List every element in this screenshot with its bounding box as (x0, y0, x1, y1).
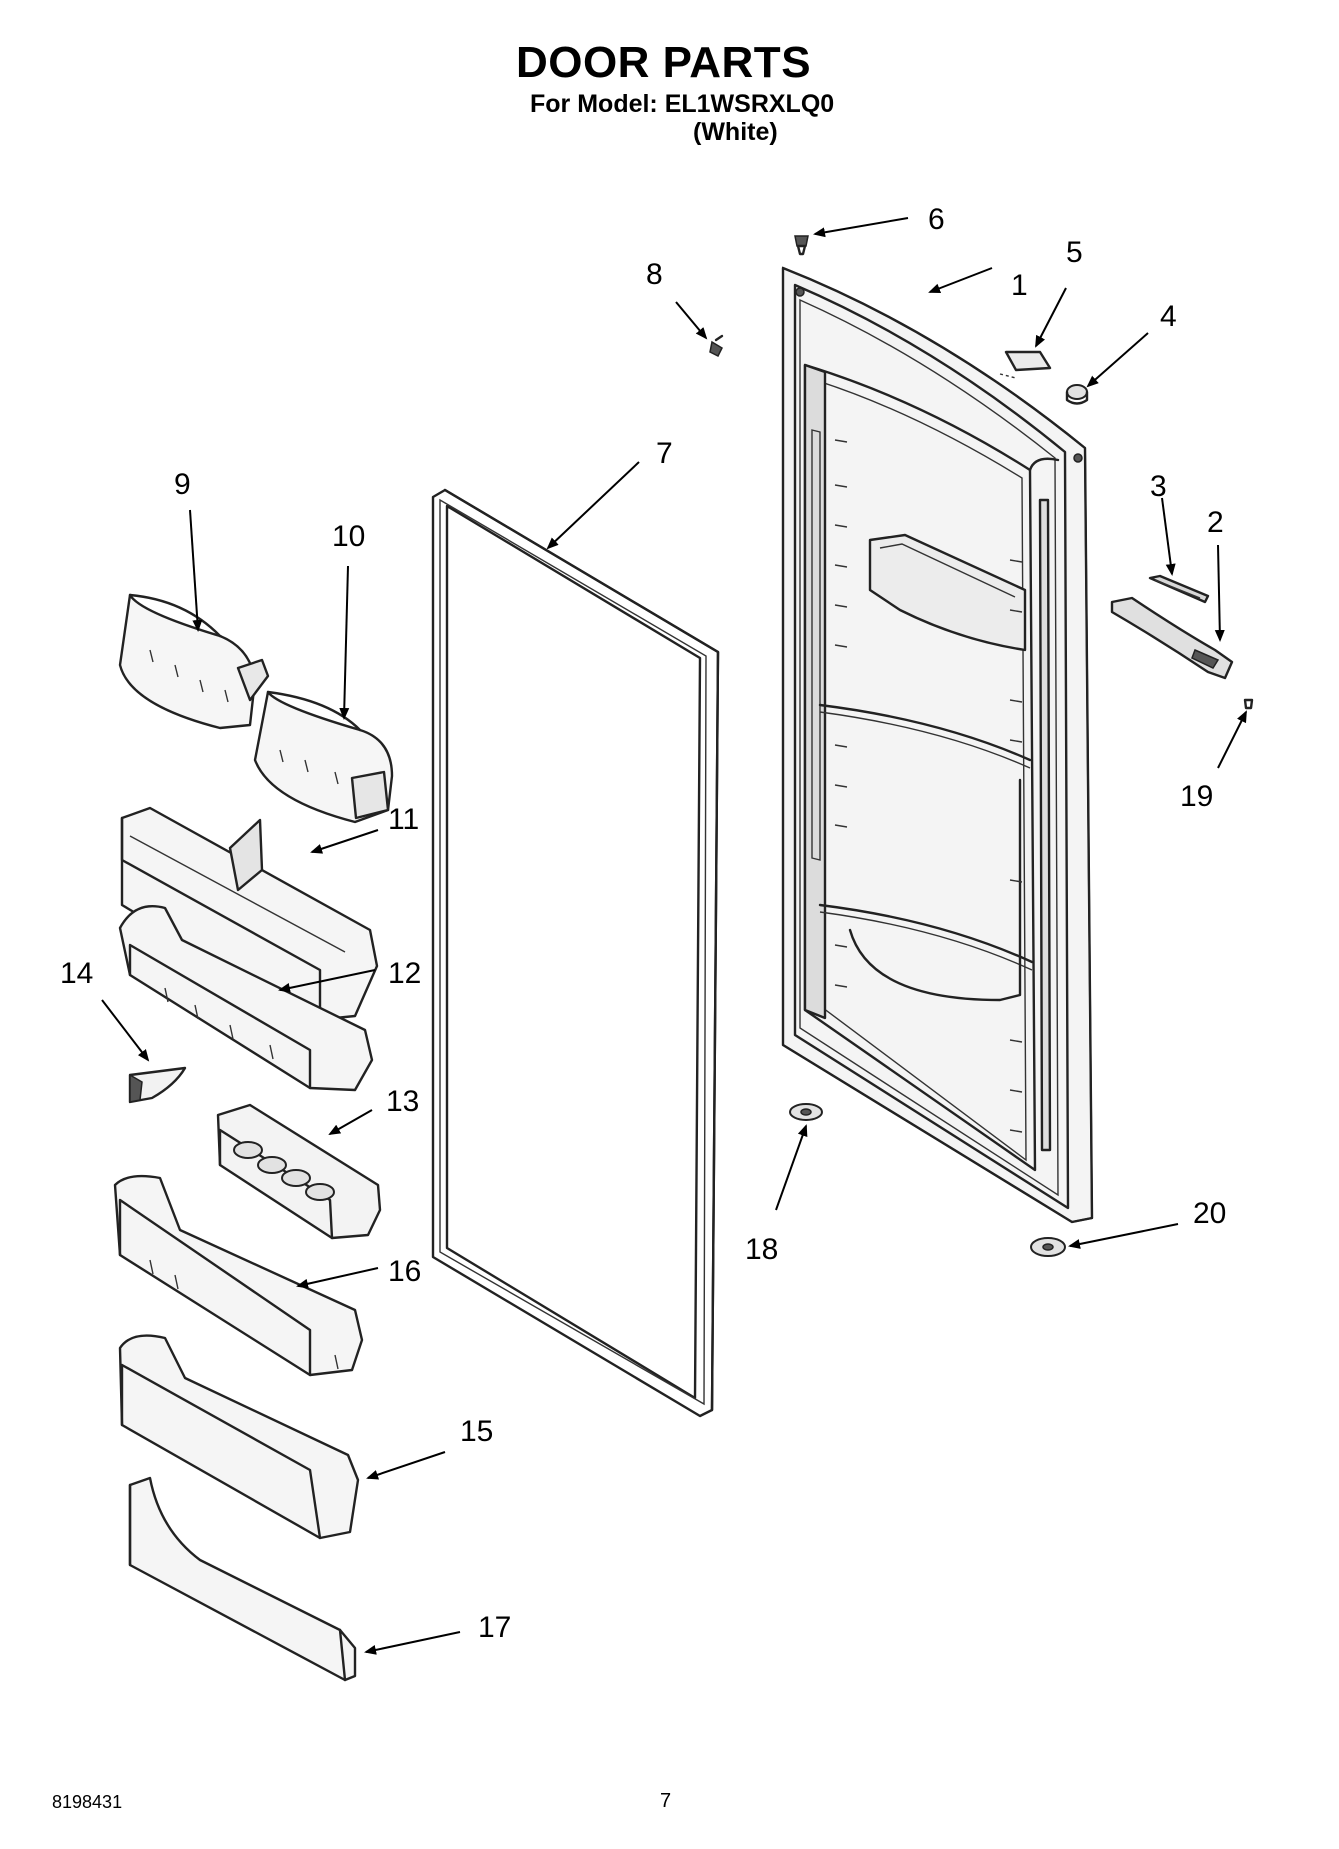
callout-20: 20 (1193, 1197, 1226, 1230)
door-stop-20 (1030, 1237, 1066, 1257)
callout-5: 5 (1066, 236, 1083, 269)
callout-9: 9 (174, 468, 191, 501)
dairy-door-10 (253, 690, 394, 824)
color-variant: (White) (693, 118, 778, 146)
hinge-bushing-18 (789, 1103, 823, 1121)
screw-8 (709, 334, 724, 358)
callout-1: 1 (1011, 269, 1028, 302)
callout-17: 17 (478, 1611, 511, 1644)
door-assembly (781, 266, 1094, 1224)
callout-3: 3 (1150, 470, 1167, 503)
door-bin-16 (113, 1174, 364, 1377)
page-title: DOOR PARTS (515, 38, 812, 87)
callout-4: 4 (1160, 300, 1177, 333)
model-number: For Model: EL1WSRXLQ0 (530, 90, 835, 118)
callout-13: 13 (386, 1085, 419, 1118)
callout-labels: 1 2 3 4 5 6 7 8 9 10 11 12 13 14 15 16 1… (60, 203, 1226, 1644)
callout-7: 7 (656, 437, 673, 470)
hinge-cover-5 (999, 350, 1052, 379)
dairy-door-9 (118, 593, 270, 730)
callout-12: 12 (388, 957, 421, 990)
callout-15: 15 (460, 1415, 493, 1448)
callout-19: 19 (1180, 780, 1213, 813)
leader-lines (101, 217, 1247, 1655)
callout-2: 2 (1207, 506, 1224, 539)
dairy-bin-11 (120, 806, 379, 1022)
page-number: 7 (660, 1790, 672, 1812)
callout-16: 16 (388, 1255, 421, 1288)
bin-divider-14 (128, 1066, 187, 1104)
handle-trim-3 (1148, 574, 1210, 604)
handle-2 (1110, 596, 1234, 680)
callout-10: 10 (332, 520, 365, 553)
egg-bin-13 (216, 1103, 382, 1240)
callout-14: 14 (60, 957, 93, 990)
plug-button-4 (1065, 384, 1089, 405)
callout-6: 6 (928, 203, 945, 236)
door-gasket (431, 488, 720, 1418)
callout-11: 11 (388, 803, 419, 836)
diagram-title-block: DOOR PARTS (0, 38, 1339, 88)
callout-18: 18 (745, 1233, 778, 1266)
callout-8: 8 (646, 258, 663, 291)
document-part-number: 8198431 (52, 1792, 123, 1812)
door-bin-15 (118, 1334, 360, 1540)
door-bin-12 (118, 905, 374, 1092)
screw-19 (1243, 698, 1254, 710)
door-bin-front-17 (128, 1476, 357, 1682)
screw-6 (794, 235, 809, 256)
